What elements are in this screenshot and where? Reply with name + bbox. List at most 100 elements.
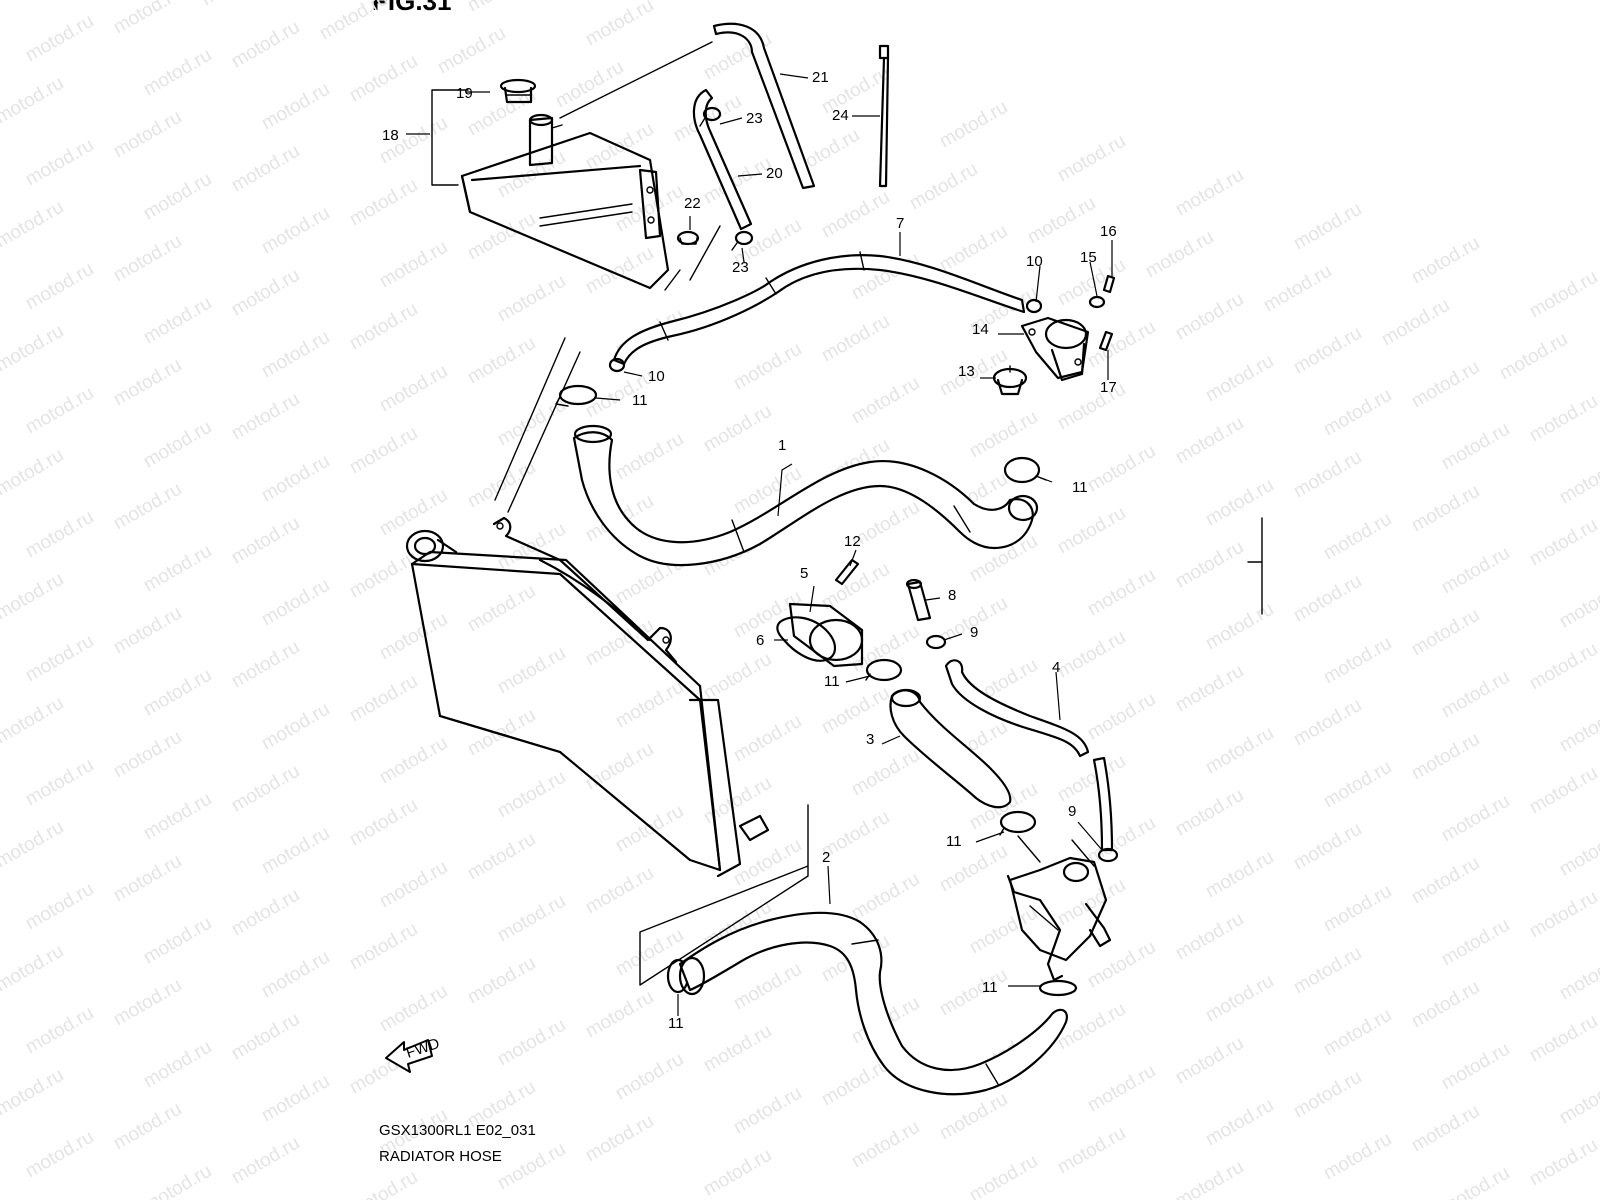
clamp-23-upper (699, 106, 722, 127)
watermark-text: motod.ru (936, 97, 1011, 153)
o-ring-6 (776, 616, 837, 662)
watermark-text: motod.ru (700, 401, 775, 457)
watermark-text: motod.ru (140, 417, 215, 473)
watermark-text: motod.ru (0, 73, 67, 129)
watermark-text: motod.ru (818, 187, 893, 243)
watermark-text: motod.ru (228, 513, 303, 569)
watermark-text: motod.ru (0, 569, 67, 625)
watermark-text: motod.ru (1084, 813, 1159, 869)
pump-link-lines (1017, 835, 1095, 867)
watermark-text: motod.ru (0, 693, 67, 749)
callout-21: 21 (812, 69, 829, 86)
callout-20: 20 (766, 165, 783, 182)
watermark-text: motod.ru (1084, 565, 1159, 621)
watermark-text: motod.ru (22, 135, 97, 191)
watermark-text: motod.ru (1084, 1061, 1159, 1117)
watermark-text: motod.ru (464, 953, 539, 1009)
watermark-text: motod.ru (1054, 503, 1129, 559)
watermark-text: motod.ru (1408, 357, 1483, 413)
watermark-text: motod.ru (1142, 227, 1217, 283)
watermark-text: motod.ru (1290, 695, 1365, 751)
watermark-text: motod.ru (700, 649, 775, 705)
reservoir-tank (460, 113, 670, 290)
watermark-text: motod.ru (612, 1049, 687, 1105)
radiator-link-upper (494, 337, 581, 513)
watermark-text: motod.ru (1526, 515, 1600, 571)
bolt-17 (1098, 330, 1114, 352)
watermark-text: motod.ru (1526, 1135, 1600, 1191)
watermark-text: motod.ru (228, 761, 303, 817)
watermark-text: motod.ru (1202, 847, 1277, 903)
watermark-text: motod.ru (258, 947, 333, 1003)
watermark-text: motod.ru (730, 1083, 805, 1139)
watermark-text: motod.ru (140, 293, 215, 349)
callout-19: 19 (456, 85, 473, 102)
clamp-10-upper (1025, 298, 1043, 314)
watermark-text: motod.ru (22, 383, 97, 439)
callout-11-f: 11 (982, 979, 998, 996)
watermark-text: motod.ru (140, 169, 215, 225)
callout-7: 7 (896, 215, 904, 232)
watermark-text: motod.ru (22, 755, 97, 811)
watermark-text: motod.ru (1172, 413, 1247, 469)
watermark-text: motod.ru (1526, 887, 1600, 943)
watermark-text: motod.ru (1556, 1073, 1600, 1129)
watermark-text: motod.ru (1438, 791, 1513, 847)
watermark-text: motod.ru (1438, 1039, 1513, 1095)
watermark-text: motod.ru (346, 795, 421, 851)
watermark-text: motod.ru (700, 1021, 775, 1077)
watermark-text: motod.ru (228, 17, 303, 73)
bolt-16 (1102, 274, 1116, 294)
watermark-text: motod.ru (110, 355, 185, 411)
hose-3 (889, 689, 1012, 809)
watermark-text: motod.ru (1408, 233, 1483, 289)
watermark-text: motod.ru (1408, 729, 1483, 785)
watermark-text: motod.ru (464, 581, 539, 637)
watermark-text: motod.ru (1438, 915, 1513, 971)
watermark-text: motod.ru (110, 727, 185, 783)
watermark-text: motod.ru (1024, 193, 1099, 249)
watermark-text: motod.ru (376, 485, 451, 541)
watermark-text: motod.ru (1290, 943, 1365, 999)
watermark-text: motod.ru (1054, 627, 1129, 683)
radiator (405, 516, 770, 878)
watermark-text: motod.ru (258, 823, 333, 879)
watermark-text: motod.ru (730, 339, 805, 395)
watermark-text: motod.ru (228, 637, 303, 693)
watermark-text: motod.ru (1556, 453, 1600, 509)
watermark-text: motod.ru (1290, 1067, 1365, 1123)
thermostat-cover-5 (788, 602, 864, 668)
watermark-text: motod.ru (1408, 977, 1483, 1033)
watermark-text: motod.ru (316, 0, 391, 44)
watermark-text: motod.ru (1290, 323, 1365, 379)
callout-16: 16 (1100, 223, 1117, 240)
radiator-link-lower (639, 804, 809, 986)
watermark-text: motod.ru (1408, 481, 1483, 537)
watermark-text: motod.ru (110, 107, 185, 163)
callout-11-c: 11 (824, 673, 840, 690)
watermark-text: motod.ru (818, 311, 893, 367)
callout-11-b: 11 (1072, 479, 1088, 496)
callout-22: 22 (684, 195, 701, 212)
watermark-text: motod.ru (1438, 419, 1513, 475)
watermark-text: motod.ru (22, 259, 97, 315)
watermark-text: motod.ru (1320, 633, 1395, 689)
washer-15 (1088, 295, 1106, 309)
watermark-text: motod.ru (0, 445, 67, 501)
watermark-text: motod.ru (1438, 1163, 1513, 1200)
watermark-text: motod.ru (0, 817, 67, 873)
watermark-text: motod.ru (346, 1167, 421, 1200)
watermark-text: motod.ru (1054, 379, 1129, 435)
watermark-text: motod.ru (258, 1071, 333, 1127)
watermark-text: motod.ru (376, 609, 451, 665)
watermark-text: motod.ru (1054, 131, 1129, 187)
callout-1: 1 (778, 437, 786, 454)
watermark-text: motod.ru (494, 643, 569, 699)
watermark-text: motod.ru (0, 197, 67, 253)
watermark-text: motod.ru (110, 0, 185, 38)
callout-5: 5 (800, 565, 808, 582)
watermark-text: motod.ru (22, 631, 97, 687)
watermark-text: motod.ru (582, 739, 657, 795)
watermark-text: motod.ru (110, 603, 185, 659)
